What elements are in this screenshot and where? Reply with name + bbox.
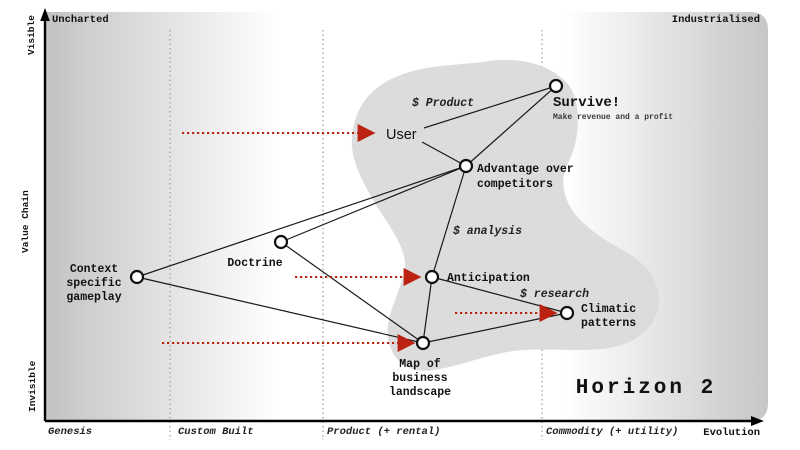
horizon-title: Horizon 2: [576, 377, 716, 400]
node-label-user: User: [386, 127, 417, 143]
focus-blob: [351, 59, 659, 371]
edge-user-advantage: [421, 141, 467, 167]
node-label-map-2: business: [392, 372, 447, 385]
edge-anticipation-advantage: [431, 165, 467, 278]
stage-label-commodity-utility: Commodity (+ utility): [546, 426, 678, 438]
stage-label-product-rental: Product (+ rental): [327, 426, 440, 438]
node-sublabel-survive: Make revenue and a profit: [553, 113, 673, 122]
node-survive: [548, 78, 564, 94]
node-label-anticipation: Anticipation: [447, 272, 530, 285]
edge-survive-advantage: [465, 85, 557, 167]
region-label-industrialised: Industrialised: [672, 14, 760, 26]
node-label-advantage-2: competitors: [477, 178, 553, 191]
node-climatic: [559, 305, 575, 321]
x-axis-arrow-icon: [751, 416, 764, 426]
nodes: [129, 78, 575, 351]
edge-context-map: [136, 276, 424, 344]
edge-anticipation-map: [422, 276, 433, 344]
node-label-map-1: Map of: [399, 358, 441, 371]
node-doctrine: [273, 234, 289, 250]
node-context: [129, 269, 145, 285]
stage-label-genesis: Genesis: [48, 426, 92, 438]
edge-context-advantage: [136, 165, 467, 278]
region-label-uncharted: Uncharted: [52, 14, 109, 26]
y-axis-max-label: Visible: [26, 15, 37, 55]
node-label-map-3: landscape: [389, 386, 451, 399]
y-axis-arrow-icon: [40, 8, 50, 21]
annotation-research: $ research: [520, 288, 589, 301]
annotation-product: $ Product: [412, 97, 474, 110]
x-axis-title: Evolution: [703, 427, 760, 439]
node-label-climatic-2: patterns: [581, 317, 636, 330]
node-label-doctrine: Doctrine: [227, 257, 282, 270]
edge-survive-user: [423, 85, 557, 129]
edges: [136, 85, 568, 344]
node-anticipation: [424, 269, 440, 285]
edge-doctrine-map: [280, 241, 424, 344]
node-label-context-3: gameplay: [66, 291, 121, 304]
y-axis-min-label: Invisible: [27, 360, 38, 412]
y-axis-title: Value Chain: [20, 190, 31, 253]
edge-doctrine-advantage: [280, 165, 467, 243]
node-label-context-1: Context: [70, 263, 118, 276]
node-label-advantage-1: Advantage over: [477, 163, 574, 176]
node-advantage: [458, 158, 474, 174]
node-label-context-2: specific: [66, 277, 121, 290]
stage-label-custom-built: Custom Built: [178, 426, 254, 438]
node-label-survive: Survive!: [553, 95, 620, 111]
annotation-analysis: $ analysis: [453, 225, 522, 238]
node-label-climatic-1: Climatic: [581, 303, 636, 316]
movement-arrows: [162, 124, 558, 352]
node-map-business: [415, 335, 431, 351]
